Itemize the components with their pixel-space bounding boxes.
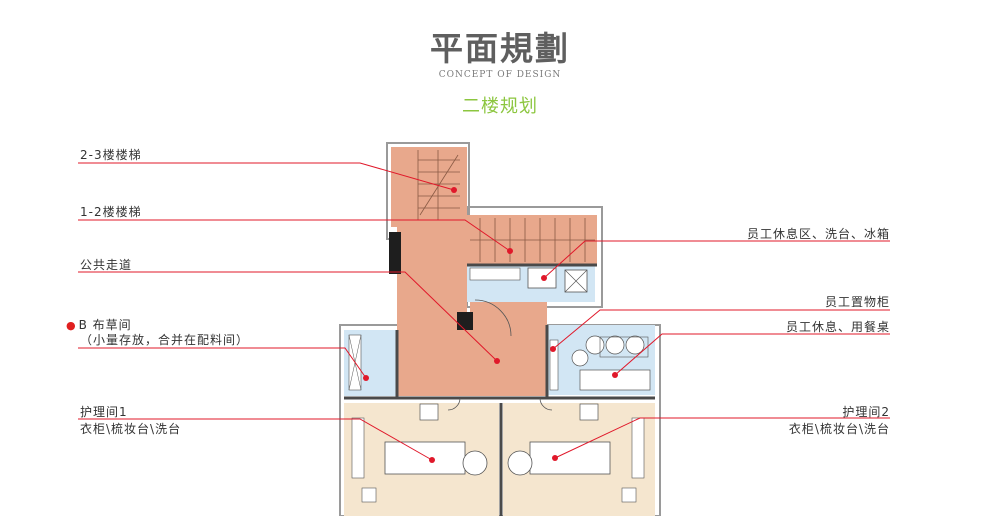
- leader-stair-1-2: [78, 219, 511, 252]
- page-title: 平面規劃: [430, 29, 570, 68]
- marker-nursing-2: [552, 455, 558, 461]
- leader-staff-rest-sink: [543, 240, 890, 279]
- leader-linen: [78, 347, 367, 379]
- nursing-room-1-area: [344, 403, 499, 516]
- corridor-area: [389, 225, 547, 396]
- label-stair-1-2: 1-2楼楼梯: [80, 205, 142, 219]
- label-staff-rest-sink-fridge: 员工休息区、洗台、冰箱: [746, 227, 890, 241]
- marker-staff-lounge: [612, 372, 618, 378]
- staff-rest-sink-area: [467, 265, 595, 302]
- marker-staff-rest-sink: [541, 275, 547, 281]
- label-nursing-1: 护理间1: [80, 405, 128, 419]
- label-linen-room: ●B 布草间: [66, 316, 132, 333]
- label-staff-locker: 员工置物柜: [824, 295, 890, 309]
- staff-lounge-area: [547, 325, 655, 395]
- leader-staff-lounge: [614, 333, 890, 376]
- marker-corridor: [494, 358, 500, 364]
- floor-heading: 二楼规划: [462, 96, 538, 117]
- walls: [344, 263, 655, 516]
- linen-room-area: [344, 330, 397, 396]
- marker-stair-1-2: [507, 248, 513, 254]
- label-linen-title: B 布草间: [78, 318, 132, 332]
- page-subtitle: CONCEPT OF DESIGN: [438, 70, 562, 80]
- leader-staff-locker: [552, 309, 890, 350]
- label-nursing-2: 护理间2: [842, 405, 890, 419]
- marker-stair-2-3: [451, 187, 457, 193]
- leader-nursing-2: [554, 417, 890, 459]
- label-linen-note: （小量存放，合并在配料间）: [80, 333, 250, 347]
- leader-corridor: [78, 271, 498, 362]
- stair-2-3-area: [391, 147, 467, 227]
- label-nursing-2-furniture: 衣柜\梳妆台\洗台: [788, 422, 890, 436]
- label-staff-rest-table: 员工休息、用餐桌: [785, 320, 890, 334]
- leader-stair-2-3: [78, 162, 455, 191]
- marker-staff-locker: [550, 346, 556, 352]
- marker-linen: [363, 375, 369, 381]
- nursing-room-2-area: [503, 403, 655, 516]
- stair-1-2-area: [467, 215, 597, 265]
- label-corridor: 公共走道: [80, 258, 133, 272]
- marker-nursing-1: [429, 457, 435, 463]
- label-stair-2-3: 2-3楼楼梯: [80, 148, 142, 162]
- door-swings: [447, 299, 553, 411]
- label-nursing-1-furniture: 衣柜\梳妆台\洗台: [80, 422, 182, 436]
- bullet-icon: ●: [66, 319, 77, 332]
- leader-nursing-1: [78, 418, 433, 461]
